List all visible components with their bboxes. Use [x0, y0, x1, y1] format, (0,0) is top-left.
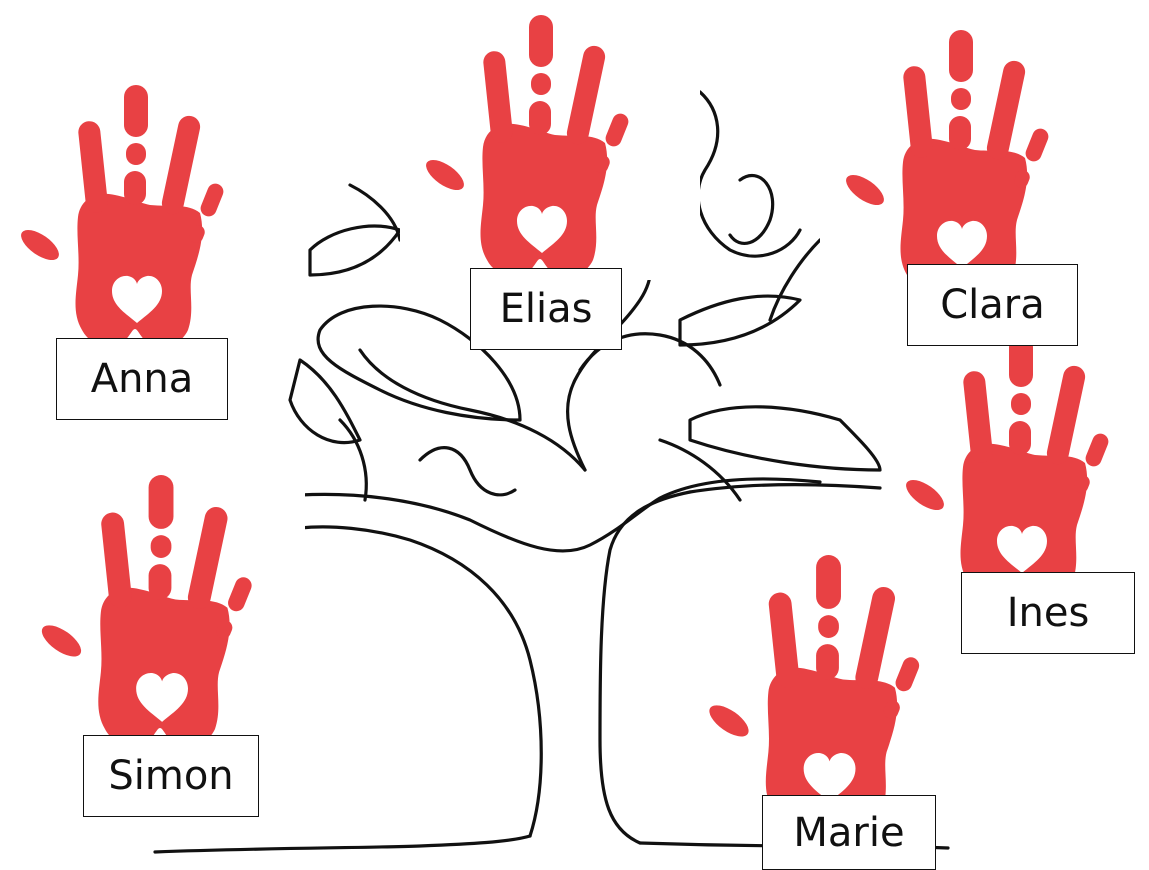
handprint-simon: [0, 460, 305, 760]
leaf-7: [680, 296, 800, 345]
trunk-left-inner: [300, 479, 820, 551]
leaf-6: [420, 448, 515, 495]
leaf-5: [340, 420, 366, 500]
handprint-marie: [700, 555, 950, 827]
name-label-simon: Simon: [83, 735, 259, 817]
branch-center-2: [360, 350, 585, 470]
trunk-right: [600, 492, 690, 843]
name-label-ines: Ines: [961, 572, 1135, 654]
leaf-10: [698, 92, 800, 256]
name-label-marie: Marie: [762, 795, 936, 870]
ground-line-left: [155, 836, 530, 852]
name-label-clara: Clara: [907, 264, 1078, 346]
handprint-elias: [400, 0, 700, 280]
handprint-anna: [0, 70, 275, 360]
trunk-left: [300, 527, 541, 836]
handprint-clara: [820, 20, 1110, 292]
leaf-2: [310, 226, 400, 275]
leaf-3: [350, 185, 400, 240]
name-label-anna: Anna: [56, 338, 228, 420]
trunk-right-edge: [690, 485, 880, 492]
leaf-8: [690, 407, 880, 470]
name-label-elias: Elias: [470, 268, 622, 350]
handprint-ines: [885, 330, 1149, 597]
leaf-11: [730, 176, 773, 244]
